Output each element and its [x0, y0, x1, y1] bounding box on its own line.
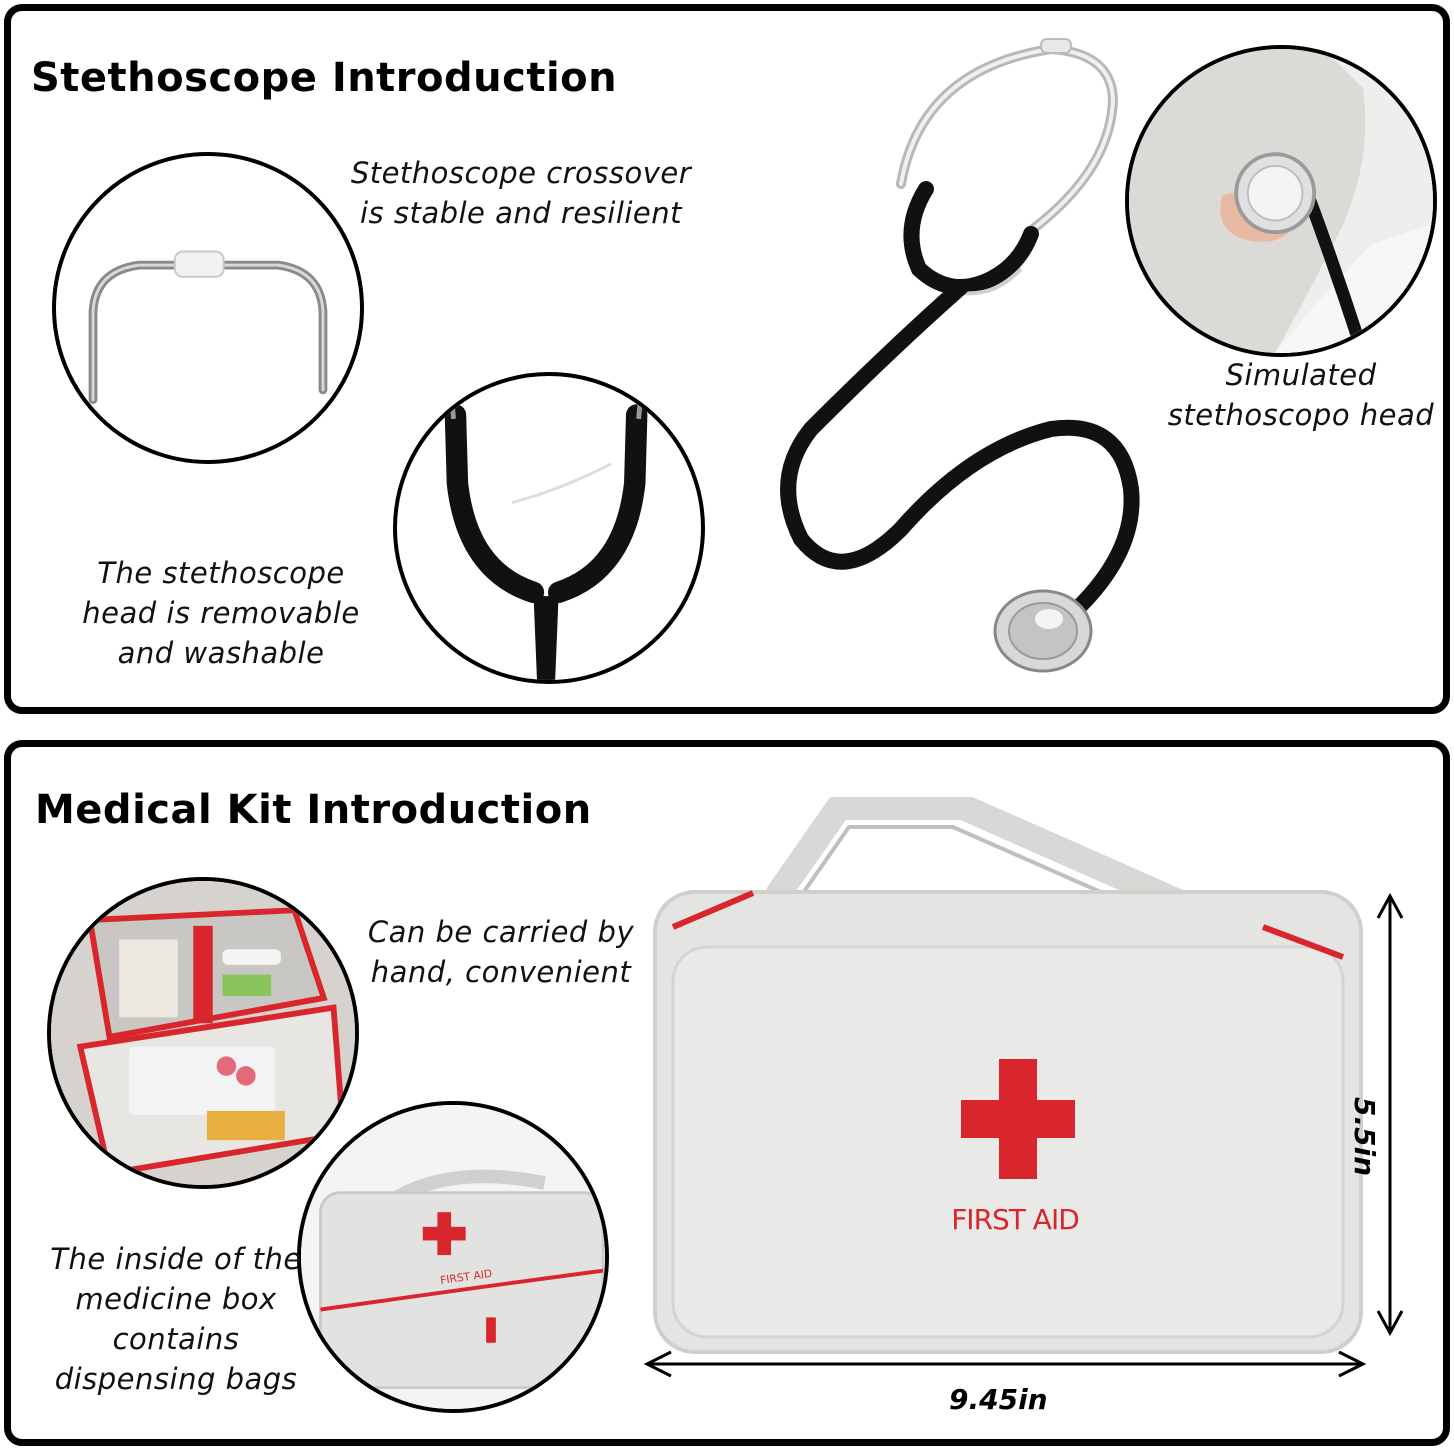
carried-caption: Can be carried by hand, convenient — [367, 915, 635, 989]
head-removable-caption: The stethoscope head is removable and wa… — [82, 556, 360, 670]
crossover-caption: Stethoscope crossover is stable and resi… — [350, 156, 692, 230]
kit-label: FIRST AID — [951, 1203, 1079, 1236]
medical-kit-section: Medical Kit Introduction Can be carried … — [4, 740, 1450, 1446]
width-dimension-arrow — [643, 1349, 1367, 1379]
simulated-head-image — [1125, 45, 1437, 357]
stethoscope-section: Stethoscope Introduction Stethoscope cro… — [4, 4, 1450, 714]
kit-interior-image — [47, 877, 359, 1189]
height-dimension-label: 5.5in — [1348, 1097, 1381, 1177]
inside-caption: The inside of the medicine box contains … — [50, 1242, 302, 1396]
medical-kit-section-title: Medical Kit Introduction — [35, 787, 592, 833]
height-dimension-arrow — [1375, 892, 1405, 1337]
stethoscope-section-title: Stethoscope Introduction — [31, 55, 618, 101]
medical-kit-image: FIRST AID — [643, 797, 1363, 1357]
simulated-head-caption: Simulated stethoscopo head — [1167, 358, 1435, 432]
kit-closed-image: FIRST AID — [297, 1101, 609, 1413]
width-dimension-label: 9.45in — [949, 1383, 1048, 1416]
stethoscope-image — [751, 29, 1161, 689]
crossover-closeup-image — [52, 152, 364, 464]
head-closeup-image — [393, 372, 705, 684]
